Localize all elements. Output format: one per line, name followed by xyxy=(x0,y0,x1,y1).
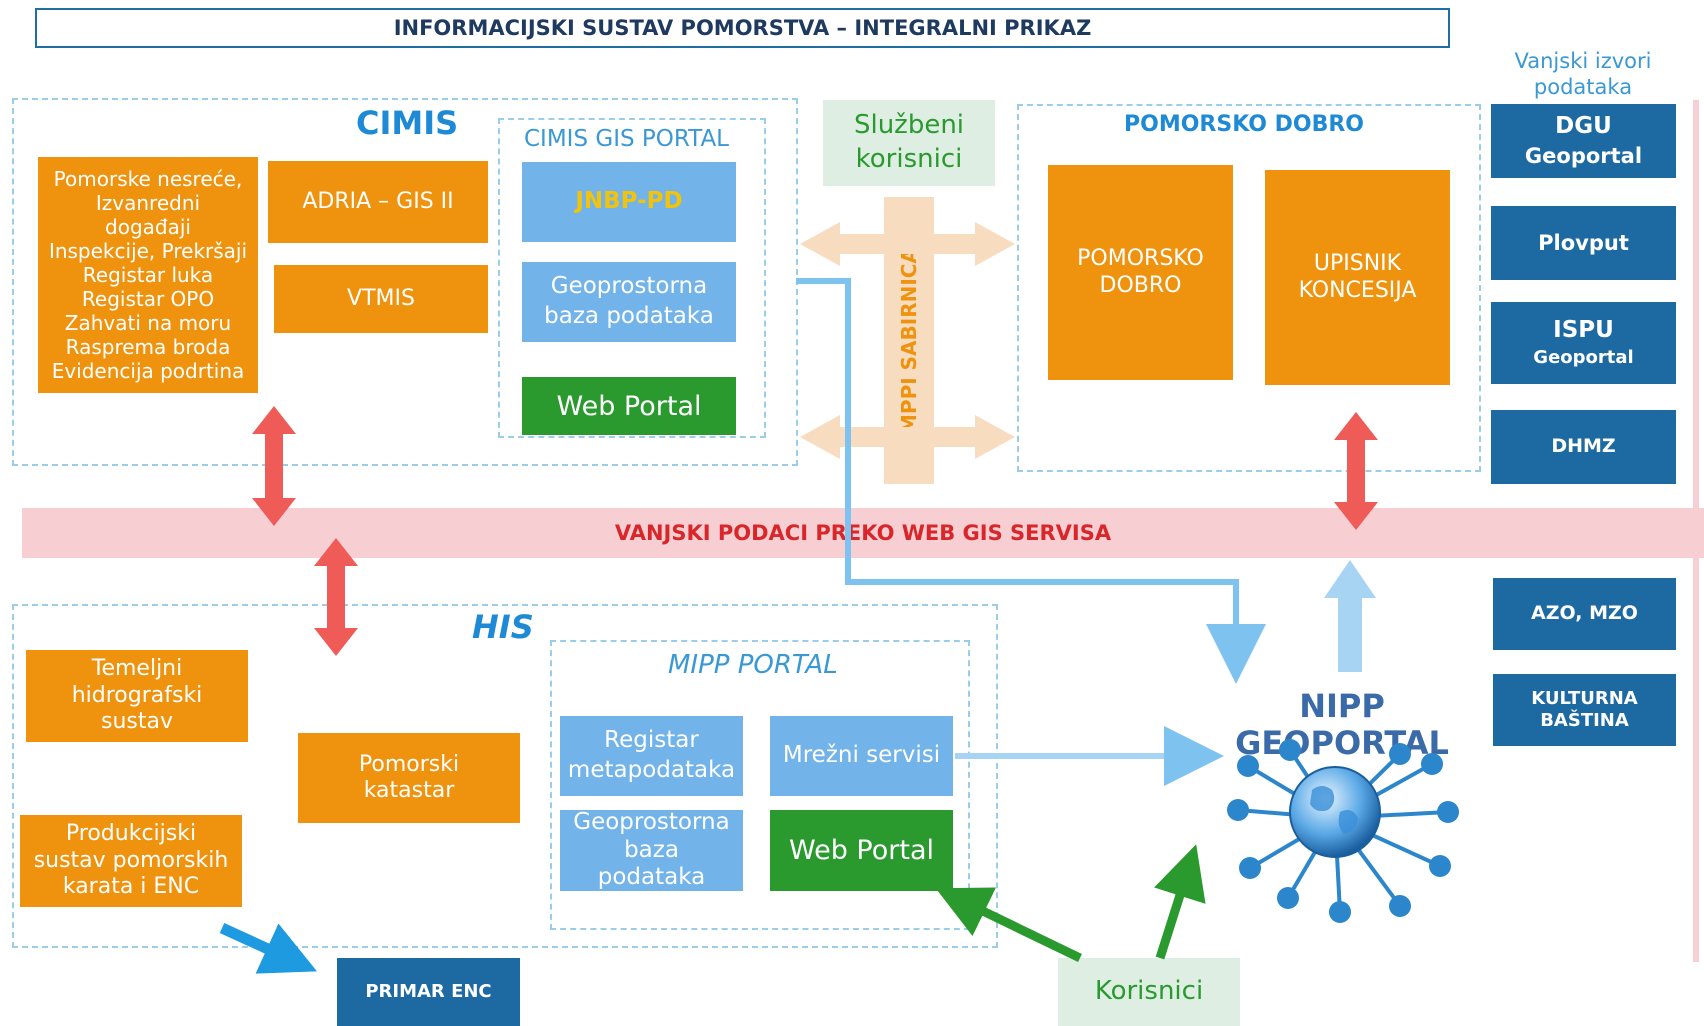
diagram-title: INFORMACIJSKI SUSTAV POMORSTVA – INTEGRA… xyxy=(35,8,1450,48)
pomorsko-dobro-section xyxy=(1017,104,1481,472)
his-section xyxy=(12,604,998,948)
jnbp-pd-box: JNBP-PD xyxy=(522,162,736,242)
pomorski-katastar-box: Pomorski katastar xyxy=(298,733,520,823)
cimis-label: CIMIS xyxy=(356,104,459,142)
cimis-web-portal-box: Web Portal xyxy=(522,377,736,435)
source-ispu-line2: Geoportal xyxy=(1533,347,1634,369)
cimis-list-box: Pomorske nesreće, Izvanredni događaji In… xyxy=(38,157,258,393)
source-plovput-box: Plovput xyxy=(1491,206,1676,280)
korisnici-to-webportal-arrow xyxy=(935,887,1082,963)
red-arrow-cimis xyxy=(252,406,296,526)
source-dhmz-box: DHMZ xyxy=(1491,410,1676,484)
pomorsko-dobro-box: POMORSKO DOBRO xyxy=(1048,165,1233,380)
mipp-geoprostorna-box: Geoprostorna baza podataka xyxy=(560,809,743,891)
cimis-to-nipp-connector xyxy=(796,278,1266,684)
source-kulturna-line1: KULTURNA xyxy=(1531,688,1638,710)
korisnici-box: Korisnici xyxy=(1058,958,1240,1026)
source-dgu-line1: DGU xyxy=(1555,113,1612,140)
mipp-web-portal-box: Web Portal xyxy=(770,810,953,891)
vanjski-izvori-label: Vanjski izvori podataka xyxy=(1514,49,1652,100)
nipp-network-illustration xyxy=(1227,739,1459,923)
bus-arrow-upper xyxy=(800,222,1015,266)
nipp-line2: GEOPORTAL xyxy=(1235,723,1449,762)
korisnici-to-nipp-arrow xyxy=(1154,844,1206,960)
registar-metapodataka-box: Registar metapodataka xyxy=(560,716,743,796)
cimis-gis-portal-section xyxy=(498,118,766,438)
source-azo-mzo-box: AZO, MZO xyxy=(1493,578,1676,650)
nipp-geoportal-title: NIPP GEOPORTAL xyxy=(1222,688,1462,762)
cimis-gis-portal-label: CIMIS GIS PORTAL xyxy=(524,126,729,152)
cimis-geoprostorna-box: Geoprostorna baza podataka xyxy=(522,262,736,342)
upisnik-koncesija-box: UPISNIK KONCESIJA xyxy=(1265,170,1450,385)
vanjski-podaci-band: VANJSKI PODACI PREKO WEB GIS SERVISA xyxy=(22,508,1704,558)
red-arrow-his xyxy=(314,538,358,656)
adria-gis-box: ADRIA – GIS II xyxy=(268,161,488,243)
source-dgu-box: DGU Geoportal xyxy=(1491,104,1676,178)
source-plovput-line1: Plovput xyxy=(1538,230,1629,255)
source-azo-mzo-line1: AZO, MZO xyxy=(1531,602,1638,625)
source-ispu-box: ISPU Geoportal xyxy=(1491,302,1676,384)
source-kulturna-bastina-box: KULTURNA BAŠTINA xyxy=(1493,674,1676,746)
mipp-portal-section xyxy=(550,640,970,930)
sluzbeni-korisnici-box: Službeni korisnici xyxy=(823,100,995,186)
source-dgu-line2: Geoportal xyxy=(1524,144,1643,169)
mrezni-servisi-box: Mrežni servisi xyxy=(770,716,953,796)
red-arrow-pomorsko xyxy=(1334,412,1378,530)
temeljni-hidrografski-box: Temeljni hidrografski sustav xyxy=(26,650,248,742)
source-ispu-line1: ISPU xyxy=(1553,317,1614,344)
nipp-line1: NIPP xyxy=(1299,687,1385,725)
source-dhmz-line1: DHMZ xyxy=(1551,435,1616,458)
primar-enc-box: PRIMAR ENC xyxy=(337,958,520,1026)
mipp-portal-label: MIPP PORTAL xyxy=(668,650,838,680)
his-label: HIS xyxy=(472,608,534,646)
nipp-up-arrow xyxy=(1324,560,1376,672)
bus-arrow-lower xyxy=(800,415,1015,459)
source-kulturna-line2: BAŠTINA xyxy=(1540,710,1629,731)
pomorsko-dobro-label: POMORSKO DOBRO xyxy=(1124,112,1365,137)
to-primar-arrow xyxy=(219,922,318,974)
vtmis-box: VTMIS xyxy=(274,265,488,333)
produkcijski-sustav-box: Produkcijski sustav pomorskih karata i E… xyxy=(20,815,242,907)
